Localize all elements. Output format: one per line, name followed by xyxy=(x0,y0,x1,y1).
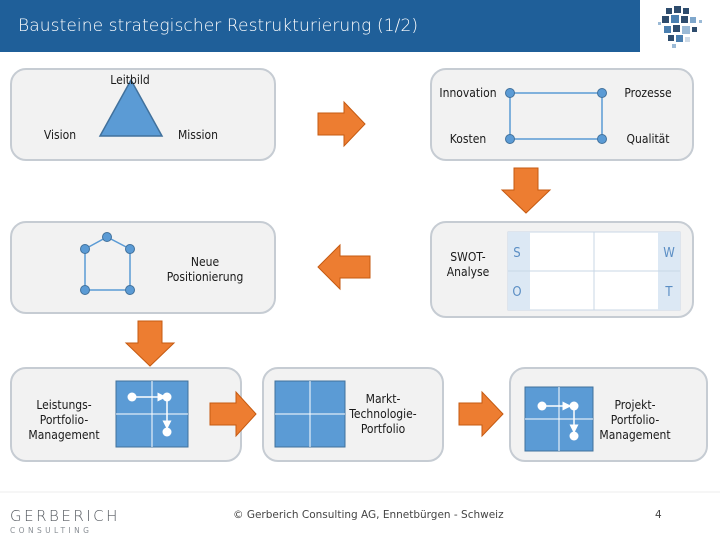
label-projekt-portfolio-management: Projekt- Portfolio- Management xyxy=(599,398,671,442)
arrow-right-bottom-1 xyxy=(209,390,257,438)
page-number: 4 xyxy=(655,509,662,521)
markt-technologie-grid xyxy=(274,380,346,448)
swot-grid xyxy=(507,231,681,311)
leitbild-triangle xyxy=(98,78,164,137)
label-leistungs-portfolio-management: Leistungs- Portfolio- Management xyxy=(28,398,100,442)
footer-logo-line2: CONSULTING xyxy=(10,526,93,535)
positionierung-pentagon xyxy=(80,232,135,295)
label-innovation: Innovation xyxy=(439,86,497,100)
panel-neue-positionierung xyxy=(10,221,276,314)
label-markt-technologie-portfolio: Markt- Technologie- Portfolio xyxy=(349,392,417,436)
footer-logo: GERBERICH CONSULTING xyxy=(10,507,120,535)
label-kosten: Kosten xyxy=(449,132,487,146)
panel-erfolgsfaktoren xyxy=(430,68,694,161)
cube-logo-icon xyxy=(658,6,702,48)
label-mission: Mission xyxy=(177,128,218,142)
arrow-left-middle xyxy=(317,243,371,291)
page-title: Bausteine strategischer Restrukturierung… xyxy=(18,16,419,36)
label-vision: Vision xyxy=(43,128,77,142)
swot-w: W xyxy=(663,246,675,261)
label-neue-positionierung: Neue Positionierung xyxy=(166,255,244,284)
projekt-portfolio-graphic xyxy=(524,386,594,452)
label-swot-analyse: SWOT- Analyse xyxy=(446,250,490,279)
swot-t: T xyxy=(665,285,673,300)
label-qualitaet: Qualität xyxy=(626,132,670,146)
leistungs-portfolio-graphic xyxy=(115,380,189,448)
arrow-down-left xyxy=(124,320,176,367)
title-bar xyxy=(0,0,640,52)
company-logo xyxy=(642,0,720,52)
erfolgsfaktoren-diagram xyxy=(505,88,607,144)
label-leitbild: Leitbild xyxy=(110,73,150,87)
label-prozesse: Prozesse xyxy=(624,86,672,100)
arrow-down-right xyxy=(500,167,552,214)
swot-s: S xyxy=(513,246,521,261)
footer-logo-line1: GERBERICH xyxy=(10,507,120,525)
arrow-right-top xyxy=(317,100,366,148)
footer-copyright: © Gerberich Consulting AG, Ennetbürgen -… xyxy=(233,509,504,521)
arrow-right-bottom-2 xyxy=(458,390,504,438)
swot-o: O xyxy=(512,285,522,300)
